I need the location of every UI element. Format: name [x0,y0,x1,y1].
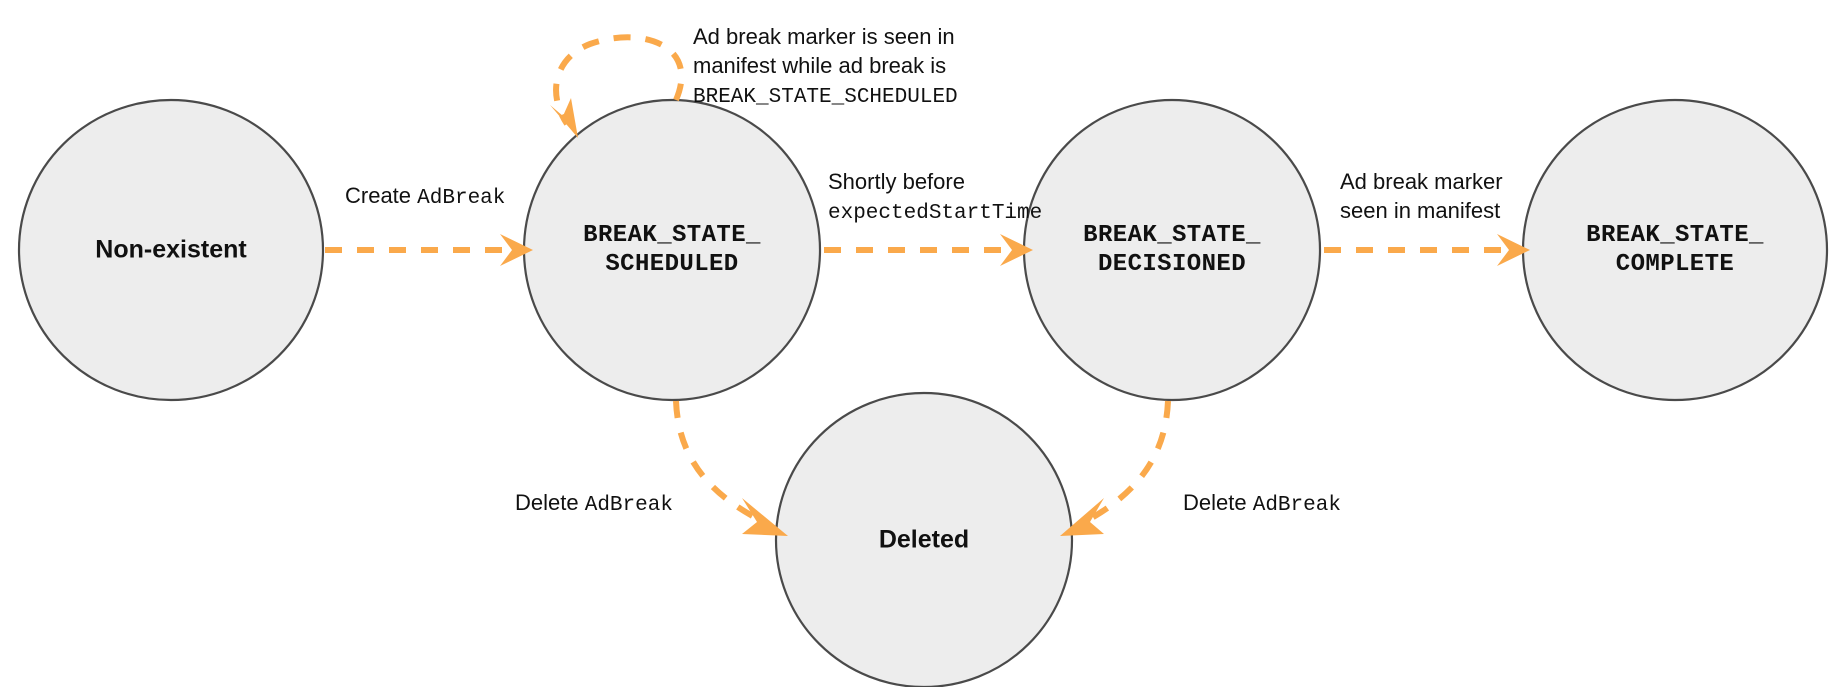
arrow-head-icon [1000,234,1033,266]
edge-group [325,34,1530,536]
node-group [17,98,1829,687]
node-label-deleted: Deleted [878,525,970,554]
edge-label-create-adbreak: Create AdBreak [345,183,506,210]
arrow-head-icon [1060,498,1104,536]
edge-shortly-before-expected-start-time [824,234,1033,266]
node-deleted[interactable] [774,391,1074,687]
edge-label-delete-adbreak-from-scheduled: Delete AdBreak [515,490,673,517]
arrow-head-icon [742,498,788,536]
node-label-break-state-scheduled: BREAK_STATE_ SCHEDULED [583,222,761,278]
arrow-head-icon [550,98,578,138]
node-label-break-state-decisioned: BREAK_STATE_ DECISIONED [1083,222,1261,278]
edge-self-loop-scheduled [550,34,685,138]
arrow-head-icon [1497,234,1530,266]
edge-label-delete-adbreak-from-decisioned: Delete AdBreak [1183,490,1341,517]
edge-create-adbreak [325,234,533,266]
node-non-existent[interactable] [17,98,325,402]
node-label-non-existent: Non-existent [95,235,247,264]
edge-delete-adbreak-from-decisioned [1060,400,1171,536]
arrow-head-icon [500,234,533,266]
edge-delete-adbreak-from-scheduled [673,400,788,536]
node-label-break-state-complete: BREAK_STATE_ COMPLETE [1586,222,1764,278]
edge-ad-break-marker-seen-in-manifest [1324,234,1530,266]
